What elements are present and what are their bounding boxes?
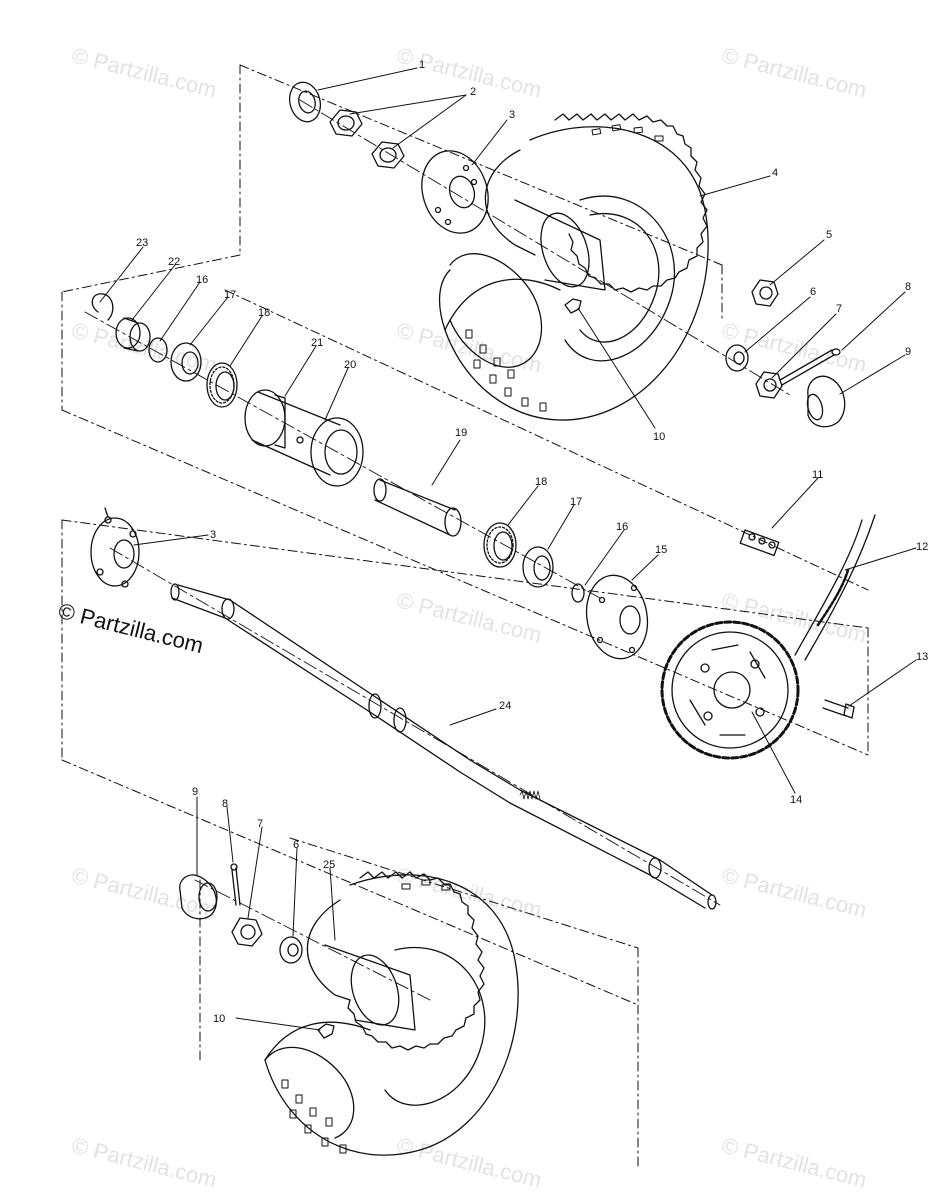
callout-14: 14 xyxy=(790,794,802,806)
o-ring-part-16 xyxy=(148,337,168,363)
callout-7: 7 xyxy=(836,303,842,315)
bearing-carrier-part-21 xyxy=(244,389,364,487)
sleeve-part-19 xyxy=(373,478,462,537)
castle-nut-part-7 xyxy=(755,371,783,399)
callout-25: 25 xyxy=(323,859,335,871)
axle-row xyxy=(90,507,876,910)
master-link-part-11 xyxy=(739,529,780,557)
top-wheel-assembly xyxy=(288,81,846,428)
callout-8: 8 xyxy=(905,281,911,293)
cotter-pin-part-8 xyxy=(231,867,241,906)
callout-10: 10 xyxy=(213,1013,225,1025)
callout-7: 7 xyxy=(257,818,263,830)
callout-11: 11 xyxy=(812,469,823,481)
callout-3: 3 xyxy=(509,109,515,121)
washer-part-6 xyxy=(725,344,749,372)
lug-nut-part-5 xyxy=(751,279,779,307)
callout-18: 18 xyxy=(535,476,547,488)
bearing-part-18 xyxy=(483,522,517,568)
callout-10: 10 xyxy=(653,431,665,443)
rim-part-25 xyxy=(324,944,416,1031)
callout-9: 9 xyxy=(192,786,198,798)
cotter-pin-part-8 xyxy=(779,349,835,386)
bolt-part-13 xyxy=(822,699,855,719)
callout-5: 5 xyxy=(826,229,832,241)
axle-part-24 xyxy=(170,583,717,910)
callout-18: 18 xyxy=(258,307,270,319)
panel-outlines xyxy=(61,64,869,1171)
callout-leaders xyxy=(99,67,917,1031)
bearing-part-18 xyxy=(206,362,238,408)
tread-blocks xyxy=(281,879,451,1154)
nut-part-2 xyxy=(329,109,363,137)
axis-lines xyxy=(84,99,791,1001)
callout-16: 16 xyxy=(196,274,208,286)
callout-24: 24 xyxy=(499,700,511,712)
tread-blocks xyxy=(465,124,664,412)
callout-12: 12 xyxy=(916,541,928,553)
callout-3: 3 xyxy=(210,529,216,541)
tire xyxy=(264,874,519,1156)
callout-20: 20 xyxy=(344,359,356,371)
snap-ring-part-23 xyxy=(91,293,114,321)
valve-stem-part-10 xyxy=(564,298,582,314)
callout-17: 17 xyxy=(224,289,236,301)
callout-6: 6 xyxy=(293,839,299,851)
seal-part-17 xyxy=(170,342,202,382)
hub-part-15 xyxy=(585,574,649,660)
callout-8: 8 xyxy=(222,798,228,810)
callout-19: 19 xyxy=(455,427,467,439)
hub-part-3 xyxy=(90,517,140,587)
chain-part-12 xyxy=(794,514,876,661)
callout-21: 21 xyxy=(311,337,323,349)
hub-cap-part-9 xyxy=(179,874,217,920)
bearing-carrier-row xyxy=(91,293,585,603)
callout-2: 2 xyxy=(470,86,476,98)
hub-cap-part-9 xyxy=(807,375,846,428)
valve-stem-part-10 xyxy=(317,1023,335,1039)
seal-part-17 xyxy=(522,546,554,588)
castle-nut-part-7 xyxy=(231,917,263,947)
nut-part-2 xyxy=(371,141,405,169)
bottom-wheel-assembly xyxy=(179,863,519,1156)
washer-part-1 xyxy=(288,81,322,123)
callout-1: 1 xyxy=(419,59,425,71)
o-ring-part-16 xyxy=(571,583,585,603)
hub-part-3 xyxy=(421,150,489,234)
sprocket-part-14 xyxy=(660,620,800,760)
callout-9: 9 xyxy=(905,346,911,358)
callout-6: 6 xyxy=(810,286,816,298)
callout-22: 22 xyxy=(168,256,180,268)
callout-13: 13 xyxy=(916,651,928,663)
callout-numbers: 1 2 3 4 5 6 7 8 9 10 11 12 13 14 15 16 1… xyxy=(136,59,928,1025)
callout-15: 15 xyxy=(655,544,667,556)
callout-4: 4 xyxy=(772,167,778,179)
callout-23: 23 xyxy=(136,237,148,249)
washer-part-6 xyxy=(279,936,303,964)
callout-16: 16 xyxy=(616,521,628,533)
spacer-part-22 xyxy=(115,317,141,349)
callout-17: 17 xyxy=(570,496,582,508)
